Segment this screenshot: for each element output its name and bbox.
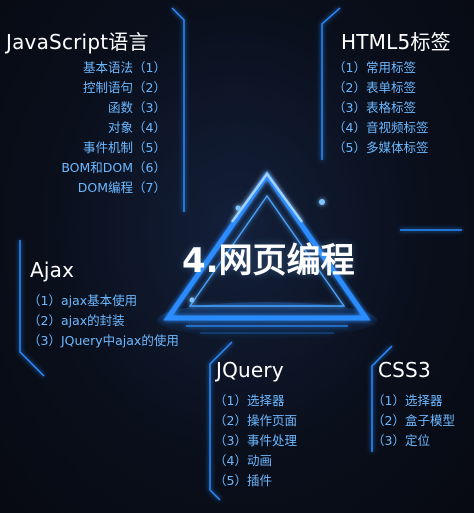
list-item: DOM编程（7） (77, 180, 166, 195)
list-item: （3）定位 (372, 433, 430, 448)
list-item: （1）常用标签 (333, 60, 416, 75)
list-item: （3）事件处理 (214, 433, 297, 448)
bracket-ajax (19, 240, 45, 377)
list-item: （3）JQuery中ajax的使用 (28, 333, 179, 348)
jquery-title: JQuery (216, 358, 284, 382)
list-item: （5）多媒体标签 (333, 140, 429, 155)
list-item: （3）表格标签 (333, 100, 416, 115)
list-item: （2）表单标签 (333, 80, 416, 95)
list-item: 控制语句（2） (83, 80, 166, 95)
dot-bottom-left (189, 297, 195, 303)
dot-left (235, 205, 241, 211)
bracket-jquery (209, 341, 233, 501)
javascript-title: JavaScript语言 (6, 30, 149, 54)
bracket-javascript (171, 7, 185, 212)
bracket-css3 (371, 345, 393, 452)
list-item: 事件机制（5） (83, 140, 166, 155)
list-item: （2）盒子模型 (372, 413, 455, 428)
list-item: （1）选择器 (372, 393, 443, 408)
list-item: 函数（3） (108, 100, 166, 115)
list-item: （5）插件 (214, 473, 272, 488)
ajax-title: Ajax (30, 258, 75, 282)
list-item: （1）ajax基本使用 (28, 293, 138, 308)
list-item: （2）操作页面 (214, 413, 297, 428)
list-item: （4）动画 (214, 453, 272, 468)
list-item: （2）ajax的封装 (28, 313, 125, 328)
list-item: 基本语法（1） (83, 60, 166, 75)
list-item: （1）选择器 (214, 393, 285, 408)
bracket-html5 (321, 7, 341, 160)
triangle (163, 170, 371, 334)
center-title: 4.网页编程 (182, 241, 355, 281)
css3-title: CSS3 (378, 358, 431, 382)
html5-title: HTML5标签 (341, 30, 451, 54)
list-item: 对象（4） (108, 120, 166, 135)
list-item: （4）音视频标签 (333, 120, 429, 135)
list-item: BOM和DOM（6） (61, 160, 166, 175)
bracket-lines (19, 7, 462, 501)
dot-right (319, 199, 325, 205)
